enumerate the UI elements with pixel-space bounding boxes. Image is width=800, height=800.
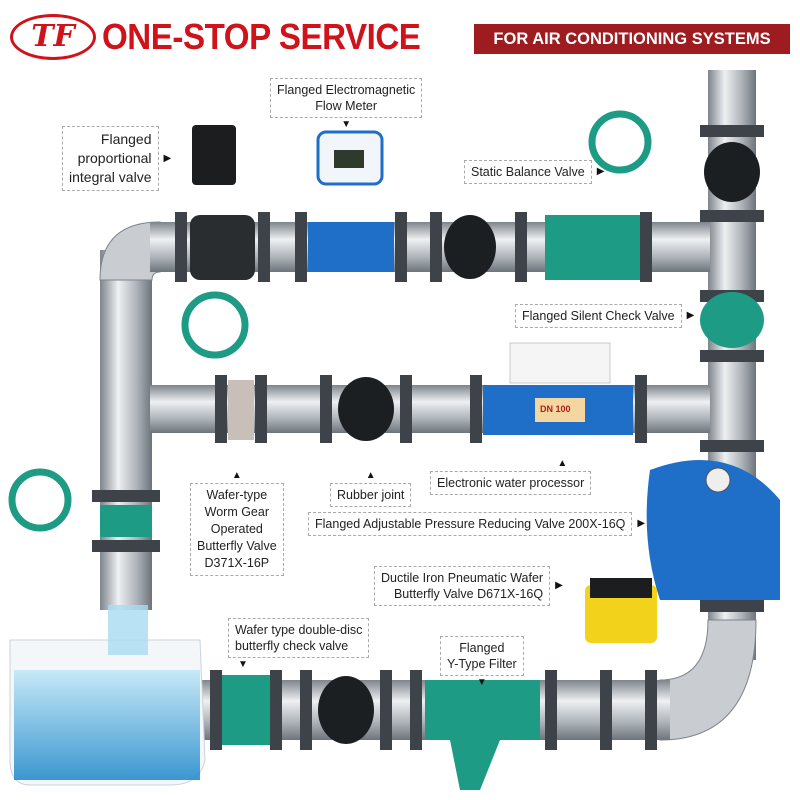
- left-vertical-pipe: [100, 250, 152, 610]
- label-rubber-joint: Rubber joint: [330, 483, 412, 507]
- proportional-valve-actuator: [192, 125, 236, 185]
- page-title: ONE-STOP SERVICE: [102, 16, 421, 57]
- flanges: [92, 125, 764, 750]
- label-line: Flanged Electromagnetic: [277, 83, 416, 97]
- flow-meter-screen: [334, 150, 364, 168]
- label-pressure-reducing-valve: Flanged Adjustable Pressure Reducing Val…: [308, 512, 633, 536]
- callout-worm-gear-butterfly: ▲ Wafer-type Worm Gear Operated Butterfl…: [190, 470, 284, 576]
- label-pneumatic-butterfly-valve: Ductile Iron Pneumatic Wafer Butterfly V…: [374, 566, 551, 606]
- label-line: Butterfly Valve D671X-16Q: [393, 587, 544, 601]
- label-line: Flanged: [459, 641, 505, 655]
- label-line: Wafer-type: [206, 488, 268, 502]
- water-processor-plate: [535, 398, 585, 422]
- callout-proportional-valve: Flanged proportional integral valve ▶: [62, 126, 171, 191]
- double-disc-check-valve: [222, 675, 270, 745]
- left-butterfly-valve: [100, 505, 152, 537]
- label-line: Y-Type Filter: [447, 657, 517, 671]
- callout-y-filter: Flanged Y-Type Filter ▼: [440, 636, 524, 689]
- tank-water: [14, 670, 200, 780]
- arrow-down-icon: ▼: [476, 677, 487, 688]
- label-line: proportional: [77, 150, 152, 166]
- label-y-type-filter: Flanged Y-Type Filter: [440, 636, 524, 676]
- callout-rubber-joint: ▲ Rubber joint: [330, 470, 412, 507]
- arrow-right-icon: ▶: [555, 580, 563, 591]
- arrow-up-icon: ▲: [365, 470, 376, 481]
- label-static-balance-valve: Static Balance Valve: [464, 160, 592, 184]
- arrow-right-icon: ▶: [163, 152, 172, 164]
- label-electronic-water-processor: Electronic water processor: [430, 471, 592, 495]
- callout-pressure-reducing: Flanged Adjustable Pressure Reducing Val…: [308, 512, 645, 536]
- arrow-up-icon: ▲: [557, 458, 568, 469]
- arrow-down-icon: ▼: [341, 119, 352, 130]
- pressure-reducing-valve: [646, 460, 780, 600]
- label-line: integral valve: [69, 169, 152, 185]
- header: TF ONE-STOP SERVICE FOR AIR CONDITIONING…: [0, 8, 800, 64]
- balance-valve-handwheel: [588, 110, 652, 174]
- y-type-filter: [425, 680, 540, 790]
- label-line: Wafer type double-disc: [235, 623, 363, 637]
- label-line: Flow Meter: [315, 99, 378, 113]
- pressure-gauge: [705, 467, 731, 493]
- proportional-valve-body: [190, 215, 255, 280]
- processor-display-label: DN 100: [540, 404, 571, 414]
- label-line: Flanged: [100, 131, 152, 147]
- callout-double-disc: Wafer type double-disc butterfly check v…: [228, 618, 370, 671]
- rubber-joint-bottom: [318, 676, 374, 744]
- arrow-up-icon: ▲: [231, 470, 242, 481]
- label-line: butterfly check valve: [235, 639, 349, 653]
- arrow-right-icon: ▶: [637, 518, 646, 529]
- worm-gear-handwheel: [181, 291, 249, 359]
- static-balance-valve: [545, 215, 640, 280]
- callout-silent-check: Flanged Silent Check Valve ▶: [515, 304, 694, 328]
- check-valve-right: [700, 292, 764, 348]
- label-proportional-integral-valve: Flanged proportional integral valve: [62, 126, 159, 191]
- pneumatic-actuator: [585, 585, 657, 643]
- label-worm-gear-butterfly-valve: Wafer-type Worm Gear Operated Butterfly …: [190, 483, 284, 576]
- pneumatic-actuator-top: [590, 578, 652, 598]
- label-silent-check-valve: Flanged Silent Check Valve: [515, 304, 682, 328]
- company-logo: TF: [10, 14, 96, 60]
- rubber-joint-middle: [338, 377, 394, 441]
- label-flow-meter: Flanged Electromagnetic Flow Meter: [270, 78, 423, 118]
- subtitle-banner: FOR AIR CONDITIONING SYSTEMS: [474, 24, 790, 54]
- label-line: Operated: [210, 522, 263, 536]
- rubber-joint-top: [444, 215, 496, 279]
- flow-meter-body: [308, 222, 394, 272]
- callout-pneumatic-butterfly: Ductile Iron Pneumatic Wafer Butterfly V…: [374, 566, 563, 606]
- arrow-down-icon: ▼: [238, 659, 248, 670]
- label-line: Worm Gear: [204, 505, 270, 519]
- label-line: Butterfly Valve: [197, 539, 277, 553]
- label-line: Ductile Iron Pneumatic Wafer: [381, 571, 544, 585]
- left-handwheel: [8, 468, 72, 532]
- arrow-right-icon: ▶: [596, 166, 605, 177]
- bottom-right-elbow: [659, 619, 757, 741]
- label-line: D371X-16P: [204, 556, 270, 570]
- water-processor-panel: [509, 342, 611, 384]
- arrow-right-icon: ▶: [686, 310, 695, 321]
- worm-gear-butterfly-valve: [228, 380, 254, 440]
- water-stream: [108, 605, 148, 655]
- callout-static-balance: Static Balance Valve ▶: [464, 160, 604, 184]
- callout-flow-meter: Flanged Electromagnetic Flow Meter ▼: [270, 78, 423, 131]
- callout-water-processor: ▲ Electronic water processor: [430, 458, 592, 495]
- rubber-joint-right: [704, 142, 760, 202]
- label-double-disc-check-valve: Wafer type double-disc butterfly check v…: [228, 618, 370, 658]
